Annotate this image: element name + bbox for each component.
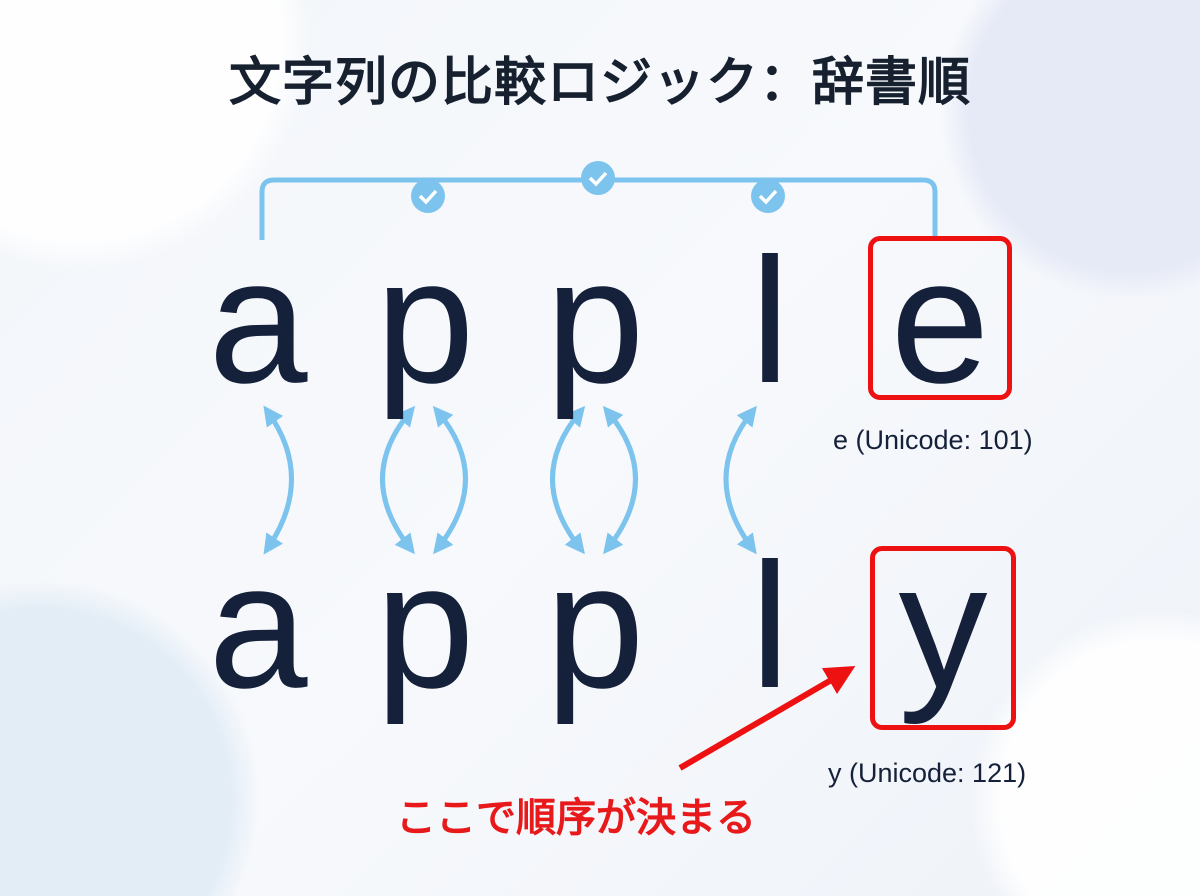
- unicode-label-y: y (Unicode: 121): [828, 758, 1027, 788]
- double-arrow-icon: [550, 405, 586, 555]
- word2-letter: y: [898, 526, 988, 725]
- check-icon: [751, 179, 785, 213]
- double-arrow-icon: [723, 405, 757, 555]
- highlight-box-e: [868, 236, 1012, 400]
- word1-letter: a: [208, 221, 308, 420]
- word2-letter: p: [545, 526, 645, 725]
- double-arrow-icon: [602, 405, 638, 555]
- check-icon: [411, 179, 445, 213]
- word1-letter: l: [750, 221, 790, 420]
- double-arrow-icon: [380, 405, 416, 555]
- word1-letter: e: [890, 221, 990, 420]
- page-title: 文字列の比較ロジック：辞書順: [228, 53, 971, 113]
- word1-letter: p: [375, 221, 475, 420]
- double-arrow-icon: [432, 405, 468, 555]
- double-arrow-icon: [263, 405, 294, 555]
- decision-note: ここで順序が決まる: [396, 795, 756, 841]
- word1-letter: p: [545, 221, 645, 420]
- word2-letter: a: [208, 526, 308, 725]
- unicode-label-e: e (Unicode: 101): [833, 425, 1033, 455]
- word2-letter: p: [375, 526, 475, 725]
- word2-letter: l: [750, 526, 790, 725]
- check-icon: [581, 161, 615, 195]
- highlight-box-y: [870, 546, 1016, 730]
- pointer-arrow-icon: [678, 665, 856, 771]
- compare-arrows: [263, 405, 757, 555]
